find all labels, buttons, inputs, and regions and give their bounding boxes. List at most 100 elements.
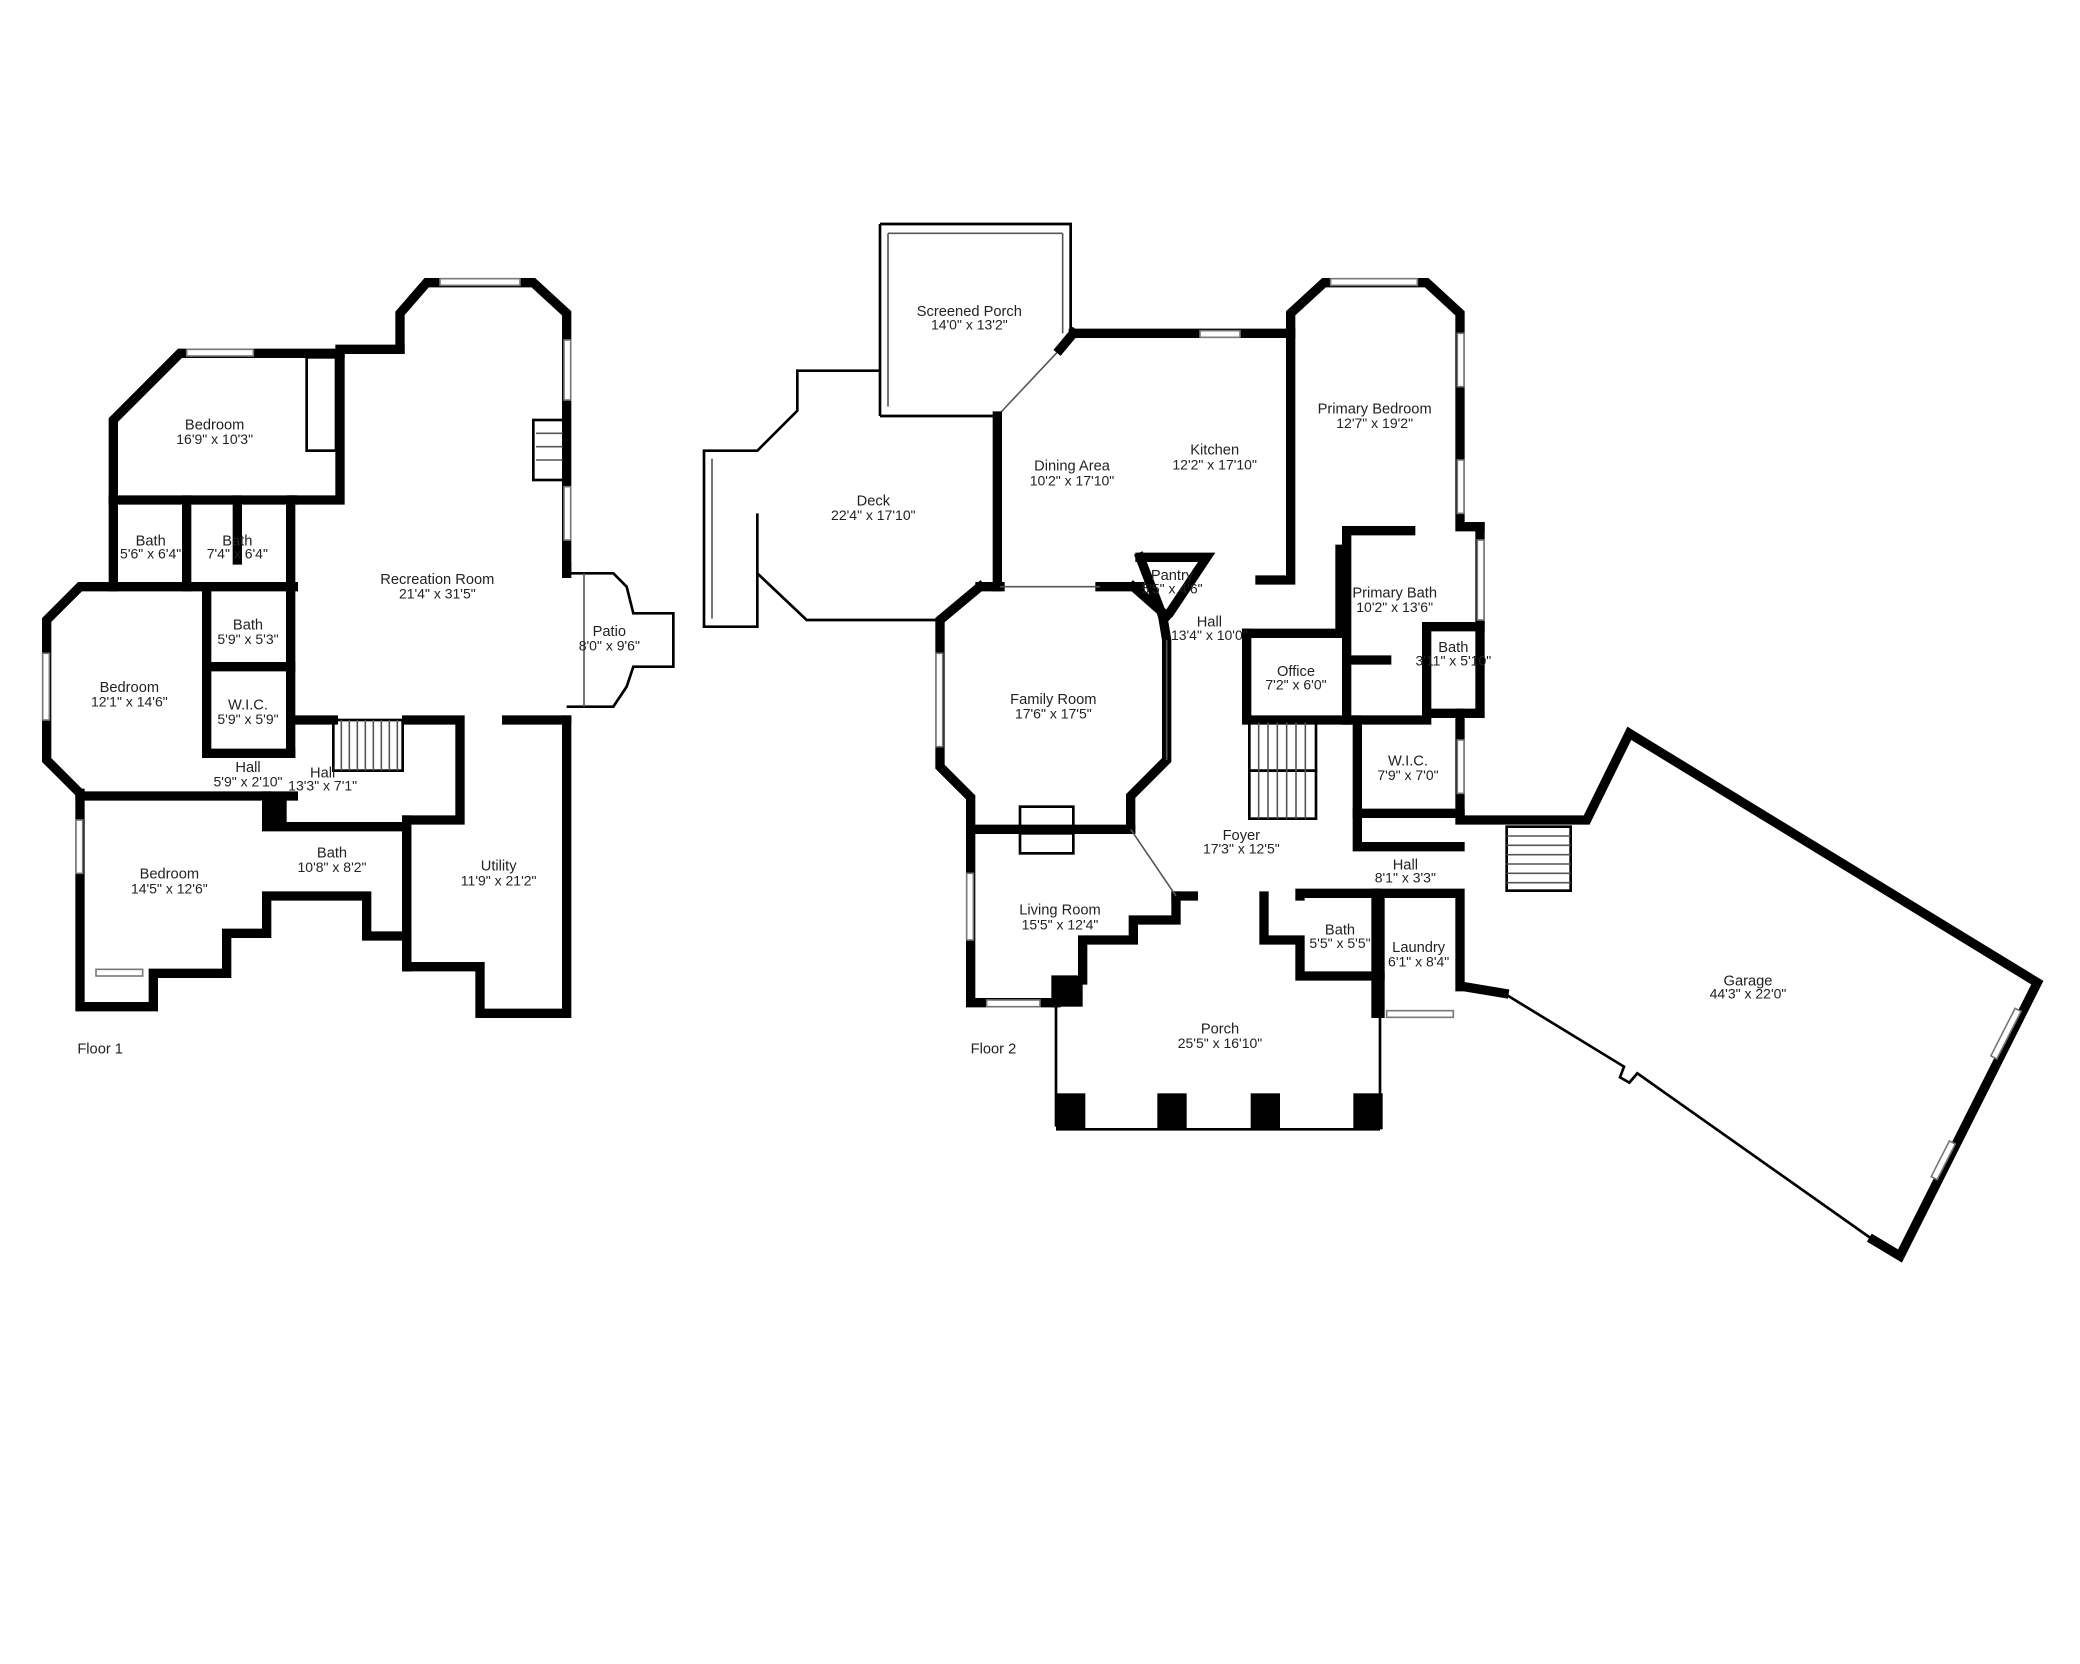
svg-text:5'9" x 2'10": 5'9" x 2'10"	[214, 774, 283, 790]
svg-text:8'0" x 9'6": 8'0" x 9'6"	[579, 638, 640, 654]
svg-text:12'7" x 19'2": 12'7" x 19'2"	[1336, 415, 1413, 431]
svg-text:Bath: Bath	[317, 845, 347, 861]
svg-text:10'2" x 17'10": 10'2" x 17'10"	[1030, 472, 1115, 488]
room-label-f1-bedroom-1: Bedroom 16'9" x 10'3"	[176, 417, 253, 447]
svg-text:25'5" x 16'10": 25'5" x 16'10"	[1178, 1035, 1263, 1051]
svg-text:7'2" x 6'0": 7'2" x 6'0"	[1265, 676, 1326, 692]
svg-text:21'4" x 31'5": 21'4" x 31'5"	[399, 586, 476, 602]
svg-text:17'3" x 12'5": 17'3" x 12'5"	[1203, 840, 1280, 856]
room-label-f2-kitchen: Kitchen 12'2" x 17'10"	[1172, 443, 1257, 473]
room-label-f1-bath-3: Bath 5'9" x 5'3"	[217, 617, 278, 647]
svg-text:Bedroom: Bedroom	[100, 680, 159, 696]
room-label-f2-garage: Garage 44'3" x 22'0"	[1710, 973, 1787, 1001]
floor-1-plan	[41, 277, 675, 1018]
room-label-f1-bedroom-2: Bedroom 12'1" x 14'6"	[91, 680, 168, 710]
room-label-f1-bath-2: Bath 7'4" x 6'4"	[207, 533, 268, 561]
floor-1-label: Floor 1	[77, 1041, 123, 1057]
svg-text:Hall: Hall	[1197, 615, 1222, 631]
svg-text:Office: Office	[1277, 664, 1315, 680]
svg-text:22'4" x 17'10": 22'4" x 17'10"	[831, 507, 916, 523]
svg-text:8'1" x 3'3": 8'1" x 3'3"	[1375, 870, 1436, 886]
svg-text:Foyer: Foyer	[1223, 828, 1261, 844]
svg-text:12'2" x 17'10": 12'2" x 17'10"	[1172, 456, 1257, 472]
svg-text:Hall: Hall	[310, 765, 335, 781]
svg-text:Bedroom: Bedroom	[185, 417, 244, 433]
room-label-f2-family-room: Family Room 17'6" x 17'5"	[1010, 692, 1096, 722]
svg-text:Primary Bath: Primary Bath	[1352, 585, 1437, 601]
room-label-f1-bedroom-3: Bedroom 14'5" x 12'6"	[131, 867, 208, 897]
room-label-f1-hall-2: Hall 13'3" x 7'1"	[288, 765, 357, 793]
room-label-f2-dining-area: Dining Area 10'2" x 17'10"	[1030, 459, 1115, 489]
svg-text:5'5" x 4'6": 5'5" x 4'6"	[1141, 580, 1202, 596]
svg-text:5'6" x 6'4": 5'6" x 6'4"	[120, 546, 181, 562]
svg-text:14'0" x 13'2": 14'0" x 13'2"	[931, 316, 1008, 332]
svg-text:7'4" x 6'4": 7'4" x 6'4"	[207, 546, 268, 562]
svg-text:Hall: Hall	[235, 760, 260, 776]
svg-text:5'5" x 5'5": 5'5" x 5'5"	[1309, 935, 1370, 951]
room-label-f2-wic: W.I.C. 7'9" x 7'0"	[1377, 753, 1438, 783]
floor-2-plan	[702, 222, 2044, 1263]
svg-text:Recreation Room: Recreation Room	[380, 572, 494, 588]
svg-text:Porch: Porch	[1201, 1021, 1239, 1037]
svg-text:Bath: Bath	[136, 533, 166, 549]
svg-text:Family Room: Family Room	[1010, 692, 1096, 708]
svg-text:10'8" x 8'2": 10'8" x 8'2"	[298, 859, 367, 875]
floor-2-labels: Floor 2 Screened Porch 14'0" x 13'2" Dec…	[831, 304, 1786, 1057]
svg-text:Deck: Deck	[857, 493, 891, 509]
svg-text:Living Room: Living Room	[1019, 903, 1100, 919]
room-label-f2-screened-porch: Screened Porch 14'0" x 13'2"	[917, 304, 1022, 332]
svg-text:Hall: Hall	[1393, 857, 1418, 873]
room-label-f2-pantry: Pantry 5'5" x 4'6"	[1141, 568, 1202, 596]
room-label-f2-deck: Deck 22'4" x 17'10"	[831, 493, 916, 523]
svg-text:11'9" x 21'2": 11'9" x 21'2"	[461, 872, 537, 888]
room-label-f1-utility: Utility 11'9" x 21'2"	[461, 859, 537, 889]
svg-text:Pantry: Pantry	[1151, 568, 1194, 584]
svg-text:14'5" x 12'6": 14'5" x 12'6"	[131, 880, 208, 896]
svg-text:Bath: Bath	[222, 533, 252, 549]
room-label-f1-patio: Patio 8'0" x 9'6"	[579, 624, 640, 654]
svg-text:Kitchen: Kitchen	[1190, 443, 1239, 459]
svg-text:W.I.C.: W.I.C.	[228, 697, 268, 713]
svg-text:12'1" x 14'6": 12'1" x 14'6"	[91, 694, 168, 710]
svg-text:15'5" x 12'4": 15'5" x 12'4"	[1022, 916, 1099, 932]
room-label-f2-porch: Porch 25'5" x 16'10"	[1178, 1021, 1263, 1051]
svg-text:6'1" x 8'4": 6'1" x 8'4"	[1388, 954, 1449, 970]
svg-text:Laundry: Laundry	[1392, 940, 1446, 956]
svg-text:Patio: Patio	[593, 624, 626, 640]
room-label-f2-laundry: Laundry 6'1" x 8'4"	[1388, 940, 1449, 970]
floor-2-label: Floor 2	[971, 1041, 1017, 1057]
svg-text:5'9" x 5'9": 5'9" x 5'9"	[217, 711, 278, 727]
room-label-f2-hall-1: Hall 13'4" x 10'0"	[1171, 615, 1248, 643]
svg-text:13'4" x 10'0": 13'4" x 10'0"	[1171, 627, 1248, 643]
svg-text:7'9" x 7'0": 7'9" x 7'0"	[1377, 767, 1438, 783]
room-label-f2-bath-2: Bath 5'5" x 5'5"	[1309, 923, 1370, 951]
room-label-f2-bath-1: Bath 3'11" x 5'10"	[1415, 640, 1491, 668]
floor-1-labels: Floor 1 Bedroom 16'9" x 10'3" Recreation…	[77, 417, 640, 1057]
room-label-f1-bath-4: Bath 10'8" x 8'2"	[298, 845, 367, 875]
room-label-f2-office: Office 7'2" x 6'0"	[1265, 664, 1326, 692]
svg-text:3'11" x 5'10": 3'11" x 5'10"	[1415, 652, 1491, 668]
svg-text:Bath: Bath	[1438, 640, 1468, 656]
svg-text:Utility: Utility	[481, 859, 517, 875]
room-label-f1-bath-1: Bath 5'6" x 6'4"	[120, 533, 181, 561]
svg-text:Garage: Garage	[1724, 973, 1773, 989]
room-label-f1-wic: W.I.C. 5'9" x 5'9"	[217, 697, 278, 727]
room-label-f2-primary-bath: Primary Bath 10'2" x 13'6"	[1352, 585, 1437, 615]
room-label-f2-hall-2: Hall 8'1" x 3'3"	[1375, 857, 1436, 885]
svg-text:17'6" x 17'5": 17'6" x 17'5"	[1015, 706, 1092, 722]
room-label-f1-recreation-room: Recreation Room 21'4" x 31'5"	[380, 572, 494, 602]
svg-text:16'9" x 10'3": 16'9" x 10'3"	[176, 431, 253, 447]
svg-text:13'3" x 7'1": 13'3" x 7'1"	[288, 778, 357, 794]
svg-text:Bath: Bath	[233, 617, 263, 633]
svg-text:Bath: Bath	[1325, 923, 1355, 939]
svg-text:10'2" x 13'6": 10'2" x 13'6"	[1356, 599, 1433, 615]
room-label-f2-living-room: Living Room 15'5" x 12'4"	[1019, 903, 1100, 933]
svg-text:Bedroom: Bedroom	[140, 867, 199, 883]
svg-text:W.I.C.: W.I.C.	[1388, 753, 1428, 769]
svg-text:Primary Bedroom: Primary Bedroom	[1318, 401, 1432, 417]
room-label-f2-primary-bedroom: Primary Bedroom 12'7" x 19'2"	[1318, 401, 1432, 431]
room-label-f1-hall-1: Hall 5'9" x 2'10"	[214, 760, 283, 790]
svg-text:Dining Area: Dining Area	[1034, 459, 1111, 475]
room-label-f2-foyer: Foyer 17'3" x 12'5"	[1203, 828, 1280, 856]
